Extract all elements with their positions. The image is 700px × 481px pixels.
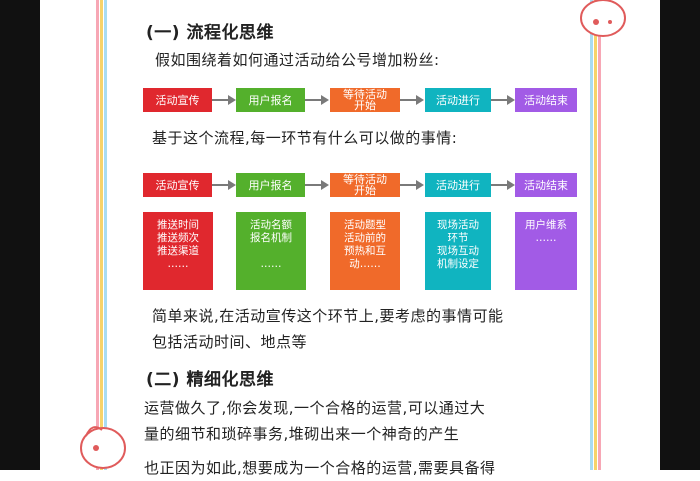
section1-title: (一) 流程化思维 [146, 23, 274, 43]
section1-intro: 假如围绕着如何通过活动给公号增加粉丝: [155, 51, 440, 69]
detail-box-registration: 活动名额 报名机制 …… [236, 212, 306, 290]
cartoon-decoration-top-right [578, 0, 628, 44]
flow2-arrow-3 [400, 180, 424, 190]
flow1-step-end: 活动结束 [515, 88, 577, 112]
right-decorative-stripes [590, 0, 602, 470]
section2-line3: 也正因为如此,想要成为一个合格的运营,需要具备得 [144, 459, 496, 477]
detail-box-waiting: 活动题型 活动前的 预热和互 动…… [330, 212, 400, 290]
flow2-arrow-4 [491, 180, 515, 190]
flow1-arrow-3 [400, 95, 424, 105]
section1-summary-line1: 简单来说,在活动宣传这个环节上,要考虑的事情可能 [152, 307, 504, 325]
flow1-step-waiting: 等待活动 开始 [330, 88, 400, 112]
flow2-step-end: 活动结束 [515, 173, 577, 197]
detail-box-ongoing: 现场活动 环节 现场互动 机制设定 [425, 212, 491, 290]
flow2-step-registration: 用户报名 [236, 173, 305, 197]
flow1-step-registration: 用户报名 [236, 88, 305, 112]
flow2-step-waiting: 等待活动 开始 [330, 173, 400, 197]
section2-title: (二) 精细化思维 [146, 370, 274, 390]
section1-question: 基于这个流程,每一环节有什么可以做的事情: [152, 129, 458, 147]
flow2-step-ongoing: 活动进行 [425, 173, 491, 197]
flow2-arrow-2 [305, 180, 329, 190]
detail-box-promotion: 推送时间 推送频次 推送渠道 …… [143, 212, 213, 290]
flow1-step-ongoing: 活动进行 [425, 88, 491, 112]
cartoon-decoration-bottom-left [78, 418, 128, 474]
section1-summary-line2: 包括活动时间、地点等 [152, 333, 308, 351]
left-dark-border [0, 0, 40, 470]
flow2-arrow-1 [212, 180, 236, 190]
right-dark-border [660, 0, 700, 470]
left-decorative-stripes [96, 0, 108, 470]
section2-line2: 量的细节和琐碎事务,堆砌出来一个神奇的产生 [144, 425, 460, 443]
detail-box-end: 用户维系 …… [515, 212, 577, 290]
flow1-step-promotion: 活动宣传 [143, 88, 212, 112]
section2-line1: 运营做久了,你会发现,一个合格的运营,可以通过大 [144, 399, 486, 417]
flow2-step-promotion: 活动宣传 [143, 173, 212, 197]
flow1-arrow-1 [212, 95, 236, 105]
flow1-arrow-2 [305, 95, 329, 105]
flow1-arrow-4 [491, 95, 515, 105]
